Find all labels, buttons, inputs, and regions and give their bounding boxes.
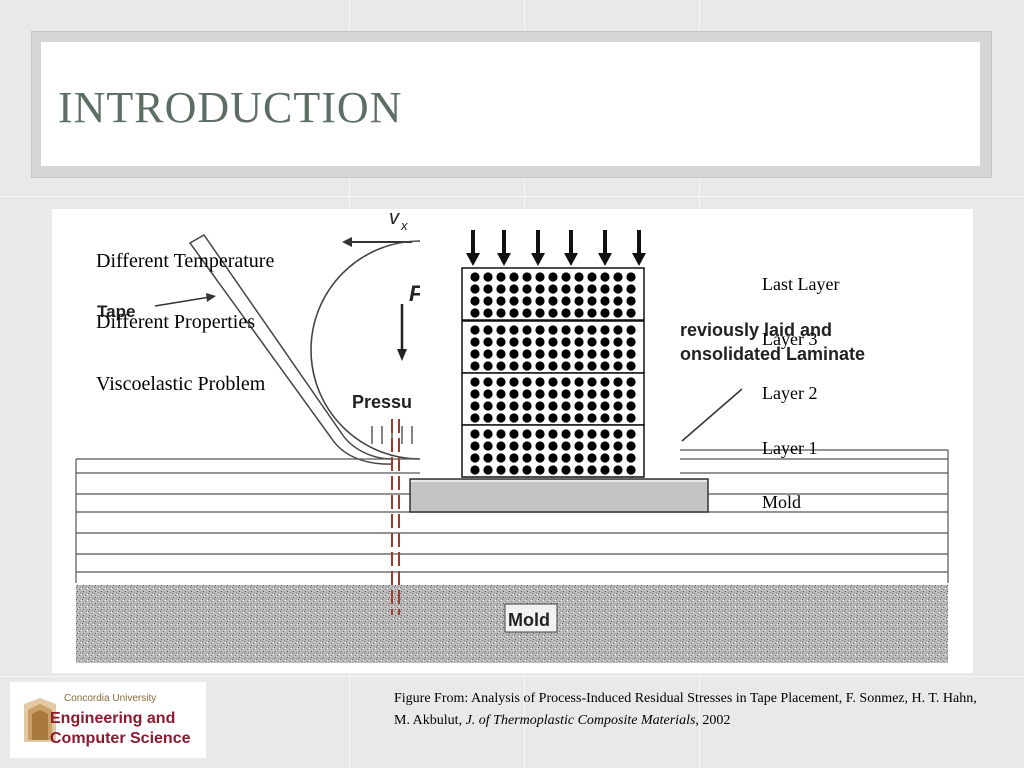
velocity-subscript: x	[400, 218, 408, 233]
caption-year: , 2002	[695, 713, 731, 728]
label-layer-2: Layer 2	[762, 383, 818, 403]
logo-line-2: Computer Science	[50, 730, 191, 747]
background-grid-line	[0, 196, 1024, 197]
velocity-label: v	[389, 209, 400, 229]
composite-layer	[461, 424, 645, 478]
tape-placement-diagram: v x F Tape Pressu	[75, 209, 949, 663]
concordia-emblem-icon	[24, 698, 56, 742]
load-arrow	[531, 230, 545, 266]
layer-stack	[461, 267, 645, 478]
load-arrow	[497, 230, 511, 266]
label-viscoelastic-problem: Viscoelastic Problem	[96, 373, 266, 395]
load-arrow	[632, 230, 646, 266]
caption-journal: J. of Thermoplastic Composite Materials	[465, 713, 696, 728]
mold-plate	[409, 478, 709, 513]
title-panel	[41, 42, 980, 166]
label-layer-3: Layer 3	[762, 329, 818, 349]
label-layer-1: Layer 1	[762, 438, 818, 458]
tape-label: Tape	[97, 302, 135, 321]
force-label: F	[409, 281, 423, 306]
background-grid-line	[0, 676, 1024, 677]
tape-placement-figure: v x F Tape Pressu	[52, 209, 973, 673]
mold-label: Mold	[508, 610, 550, 630]
composite-layer	[461, 320, 645, 374]
label-mold: Mold	[762, 492, 802, 512]
logo-line-1: Engineering and	[50, 710, 176, 727]
load-arrow	[564, 230, 578, 266]
pressure-label: Pressu	[352, 392, 412, 412]
concordia-logo: Concordia University Engineering and Com…	[10, 682, 206, 758]
label-last-layer: Last Layer	[762, 274, 840, 294]
logo-university: Concordia University	[64, 693, 157, 704]
label-different-properties: Different Properties	[96, 311, 256, 333]
laminate-label-line1: reviously laid and	[680, 320, 832, 340]
figure-caption: Figure From: Analysis of Process-Induced…	[394, 688, 994, 732]
composite-layer	[461, 372, 645, 426]
load-arrow	[466, 230, 480, 266]
section-cut-line	[391, 419, 400, 615]
load-arrow	[598, 230, 612, 266]
laminate-label-line2: onsolidated Laminate	[680, 344, 865, 364]
label-different-temperature: Different Temperature	[96, 250, 275, 272]
slide-title: Introduction	[58, 83, 403, 132]
caption-text: Figure From: Analysis of Process-Induced…	[394, 691, 977, 728]
load-arrows	[466, 230, 646, 266]
composite-layer	[461, 267, 645, 321]
laminate-pointer	[681, 388, 743, 442]
roller-outline	[310, 240, 421, 460]
